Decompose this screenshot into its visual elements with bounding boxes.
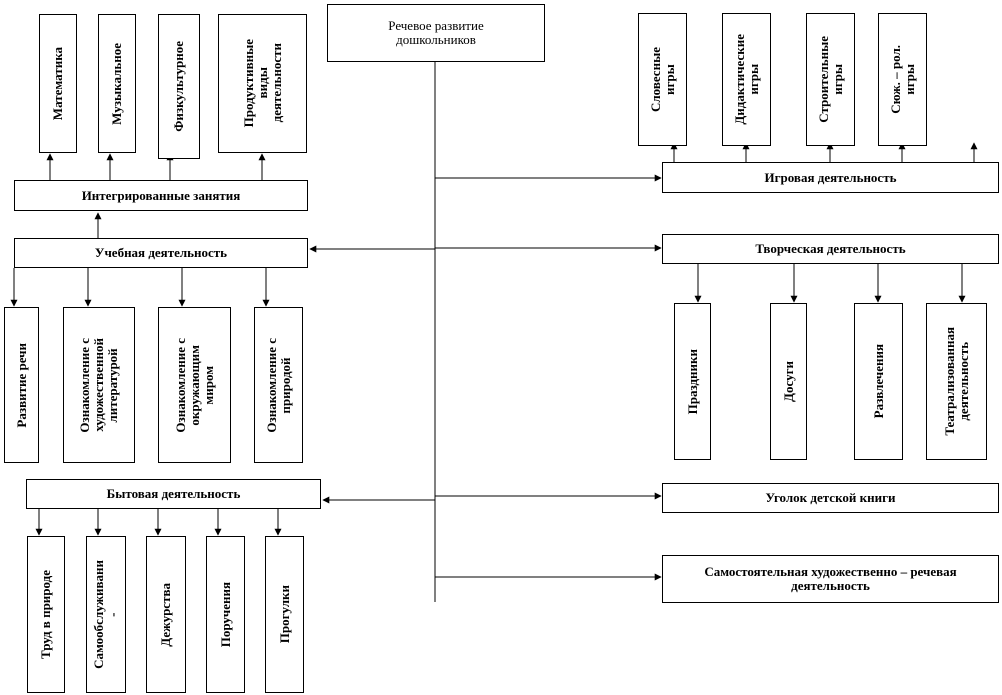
creative-activity: Творческая деятельность xyxy=(662,234,999,264)
root-node: Речевое развитие дошкольников xyxy=(327,4,545,62)
creative-item-leisure: Досуги xyxy=(770,303,807,460)
creative-item-theatrical: Театрализованная деятельность xyxy=(926,303,987,460)
integrated-item-physical: Физкультурное xyxy=(158,14,200,159)
household-item-nature-labor: Труд в природе xyxy=(27,536,65,693)
independent-activity: Самостоятельная художественно – речевая … xyxy=(662,555,999,603)
book-corner: Уголок детской книги xyxy=(662,483,999,513)
household-activity: Бытовая деятельность xyxy=(26,479,321,509)
study-item-nature: Ознакомление с природой xyxy=(254,307,303,463)
study-item-environment: Ознакомление с окружающим миром xyxy=(158,307,231,463)
root-label: Речевое развитие дошкольников xyxy=(388,18,484,47)
household-item-duty: Дежурства xyxy=(146,536,186,693)
game-item-verbal: Словесные игры xyxy=(638,13,687,146)
study-activity: Учебная деятельность xyxy=(14,238,308,268)
integrated-item-math: Математика xyxy=(39,14,77,153)
game-item-construction: Строительные игры xyxy=(806,13,855,146)
household-item-walks: Прогулки xyxy=(265,536,304,693)
household-item-self-service: Самообслуживани - xyxy=(86,536,126,693)
game-item-didactic: Дидактические игры xyxy=(722,13,771,146)
game-item-role-play: Сюж. – рол. игры xyxy=(878,13,927,146)
household-item-errands: Поручения xyxy=(206,536,245,693)
integrated-classes: Интегрированные занятия xyxy=(14,180,308,211)
study-item-speech: Развитие речи xyxy=(4,307,39,463)
game-activity: Игровая деятельность xyxy=(662,162,999,193)
integrated-item-productive: Продуктивные виды деятельности xyxy=(218,14,307,153)
creative-item-entertainment: Развлечения xyxy=(854,303,903,460)
study-item-literature: Ознакомление с художественной литературо… xyxy=(63,307,135,463)
integrated-item-music: Музыкальное xyxy=(98,14,136,153)
creative-item-holidays: Праздники xyxy=(674,303,711,460)
